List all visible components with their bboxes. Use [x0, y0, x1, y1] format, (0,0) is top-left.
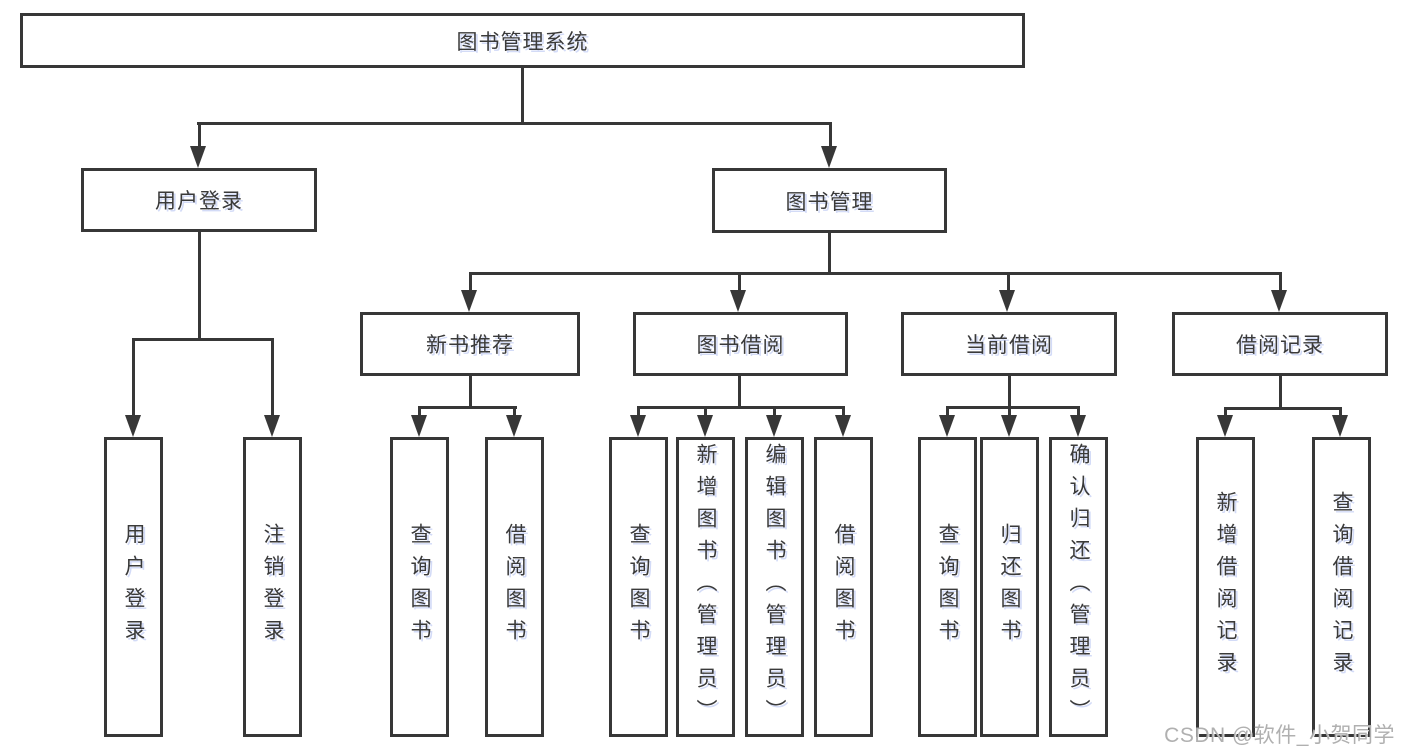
- arrow-to-borrow-edit: [765, 406, 782, 437]
- leaf-label: 归还图书: [998, 523, 1021, 651]
- node-book-mgmt: 图书管理: [712, 168, 947, 233]
- csdn-watermark: CSDN @软件_小贺同学: [1164, 724, 1395, 747]
- connector-book-borrow-rail: [637, 406, 845, 409]
- leaf-borrow-query-books: 查询图书: [609, 437, 668, 737]
- node-library-system: 图书管理系统: [20, 13, 1025, 68]
- leaf-user-login: 用户登录: [104, 437, 163, 737]
- node-current-borrow: 当前借阅: [901, 312, 1117, 376]
- arrow-to-user-login: [190, 122, 206, 168]
- connector-level3-rail: [468, 272, 1282, 275]
- arrow-to-current-query: [938, 406, 955, 437]
- leaf-label: 编辑图书（管理员）: [763, 443, 786, 731]
- node-label: 用户登录: [155, 190, 243, 213]
- connector-new-book-rec-rail: [418, 406, 517, 409]
- arrow-to-borrow-add: [696, 406, 713, 437]
- leaf-label: 借阅图书: [503, 523, 526, 651]
- arrow-to-current-return: [1000, 406, 1017, 437]
- leaf-records-add: 新增借阅记录: [1196, 437, 1255, 737]
- arrow-to-records-query: [1331, 407, 1348, 437]
- leaf-label: 查询图书: [627, 523, 650, 651]
- connector-user-login-rail: [132, 338, 274, 341]
- connector-book-borrow-stub: [738, 375, 741, 408]
- connector-book-mgmt-stub: [828, 233, 831, 274]
- node-label: 借阅记录: [1236, 334, 1324, 357]
- connector-borrow-records-stub: [1278, 375, 1282, 409]
- arrow-to-book-borrow: [730, 272, 746, 312]
- arrow-to-leaf-logout: [263, 338, 280, 437]
- leaf-borrow-edit-books-admin: 编辑图书（管理员）: [745, 437, 804, 737]
- node-label: 图书管理系统: [456, 30, 589, 54]
- leaf-current-query-books: 查询图书: [918, 437, 977, 737]
- node-borrow-records: 借阅记录: [1172, 312, 1388, 376]
- connector-new-book-rec-stub: [468, 375, 472, 408]
- leaf-current-confirm-return-admin: 确认归还（管理员）: [1049, 437, 1108, 737]
- connector-borrow-records-rail: [1224, 407, 1342, 410]
- node-new-book-rec: 新书推荐: [360, 312, 580, 376]
- node-label: 图书管理: [785, 190, 874, 214]
- leaf-logout: 注销登录: [243, 437, 302, 737]
- leaf-rec-borrow-books: 借阅图书: [485, 437, 544, 737]
- leaf-label: 注销登录: [261, 523, 284, 651]
- connector-current-borrow-stub: [1007, 375, 1011, 408]
- arrow-to-borrow-borrow: [834, 406, 851, 437]
- node-book-borrow: 图书借阅: [633, 312, 848, 376]
- arrow-to-book-mgmt: [821, 122, 837, 168]
- arrow-to-rec-query: [410, 406, 427, 437]
- node-label: 新书推荐: [426, 334, 514, 357]
- arrow-to-new-book-rec: [461, 272, 477, 312]
- leaf-borrow-add-books-admin: 新增图书（管理员）: [676, 437, 735, 737]
- leaf-rec-query-books: 查询图书: [390, 437, 449, 737]
- connector-level2-rail: [197, 122, 830, 125]
- leaf-label: 查询图书: [936, 523, 959, 651]
- arrow-to-current-borrow: [999, 272, 1015, 312]
- connector-user-login-stub: [197, 232, 201, 340]
- node-user-login: 用户登录: [81, 168, 317, 232]
- leaf-current-return-books: 归还图书: [980, 437, 1039, 737]
- leaf-label: 新增借阅记录: [1214, 491, 1237, 683]
- leaf-borrow-borrow-books: 借阅图书: [814, 437, 873, 737]
- arrow-to-borrow-records: [1271, 272, 1287, 312]
- arrow-to-borrow-query: [629, 406, 646, 437]
- arrow-to-rec-borrow: [505, 406, 522, 437]
- leaf-label: 查询图书: [408, 523, 431, 651]
- leaf-label: 查询借阅记录: [1330, 491, 1353, 683]
- connector-root-stub: [521, 68, 524, 124]
- arrow-to-current-confirm: [1069, 406, 1086, 437]
- node-label: 当前借阅: [965, 334, 1053, 357]
- leaf-label: 用户登录: [122, 523, 145, 651]
- connector-current-borrow-rail: [946, 406, 1080, 409]
- arrow-to-records-add: [1216, 407, 1233, 437]
- leaf-label: 新增图书（管理员）: [694, 443, 717, 731]
- arrow-to-leaf-login: [124, 338, 141, 437]
- leaf-records-query: 查询借阅记录: [1312, 437, 1371, 737]
- node-label: 图书借阅: [696, 334, 785, 357]
- leaf-label: 借阅图书: [832, 523, 855, 651]
- leaf-label: 确认归还（管理员）: [1067, 443, 1090, 731]
